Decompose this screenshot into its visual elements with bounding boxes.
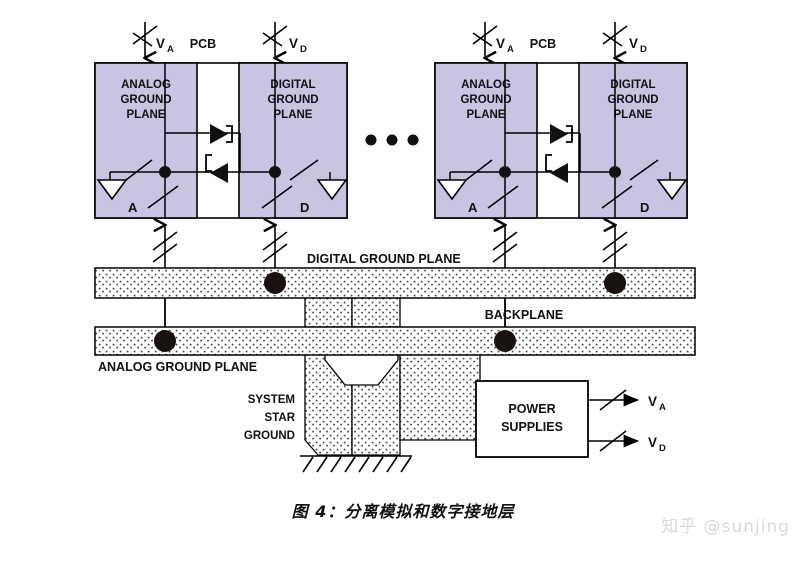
slash-digital-right-1: [629, 159, 659, 181]
supply-arrow-vd-right: [602, 22, 628, 58]
repeat-indicator: [365, 134, 419, 146]
power-output-label-va: V: [648, 394, 657, 409]
power-supplies-line1: POWER: [508, 402, 555, 416]
star-ground-line3: GROUND: [244, 430, 295, 442]
backplane-section: DIGITAL GROUND PLANE ANALOG GROUND PLANE…: [94, 252, 696, 473]
watermark: 知乎 @sunjing: [661, 517, 790, 537]
analog-ground-label-right: A: [468, 200, 478, 215]
slash-digital-left-1: [289, 159, 319, 181]
analog-plane-line2-left: GROUND: [120, 94, 171, 106]
supply-label-va-right: V: [496, 36, 505, 51]
earth-ground-symbol: [300, 455, 412, 473]
analog-ground-plane-block-left: [94, 62, 198, 219]
power-output-vd: [588, 430, 639, 452]
opto-isolator-forward-right: [550, 124, 573, 144]
supply-sub-vd-left: D: [300, 44, 307, 55]
power-output-sub-vd: D: [659, 443, 666, 454]
digital-plane-line2-right: GROUND: [607, 94, 658, 106]
figure-caption: 图 4：分离模拟和数字接地层: [291, 502, 515, 521]
backplane-title: BACKPLANE: [485, 308, 563, 322]
via-digital-left: [264, 272, 286, 294]
backplane-analog-plane-label: ANALOG GROUND PLANE: [98, 360, 257, 374]
star-ground-line1: SYSTEM: [248, 394, 295, 406]
analog-ground-symbol-right: [436, 172, 468, 201]
backplane-digital-plane-label: DIGITAL GROUND PLANE: [307, 252, 461, 266]
slash-digital-left-2: [261, 185, 293, 209]
pcb-label-left: PCB: [190, 37, 216, 51]
power-output-sub-va: A: [659, 402, 666, 413]
backplane-digital-ground-bar: [94, 267, 696, 299]
slash-analog-left-1: [125, 159, 153, 181]
junction-dot-digital-right: [609, 166, 621, 178]
digital-ground-symbol-right: [656, 172, 688, 201]
power-output-label-vd: V: [648, 435, 657, 450]
power-supplies-line2: SUPPLIES: [501, 420, 563, 434]
analog-plane-line1-left: ANALOG: [121, 79, 171, 91]
digital-plane-line3-right: PLANE: [614, 109, 653, 121]
supply-sub-va-right: A: [507, 44, 514, 55]
digital-ground-symbol-left: [316, 172, 348, 201]
supply-arrow-vd-left: [262, 22, 288, 58]
digital-ground-label-right: D: [640, 200, 649, 215]
via-analog-right: [494, 330, 516, 352]
analog-plane-line2-right: GROUND: [460, 94, 511, 106]
slash-analog-right-2: [487, 185, 519, 209]
analog-plane-line3-right: PLANE: [467, 109, 506, 121]
slash-analog-right-1: [465, 159, 493, 181]
opto-isolator-forward-left: [210, 124, 233, 144]
supply-label-vd-right: V: [629, 36, 638, 51]
analog-ground-label-left: A: [128, 200, 138, 215]
power-supplies-group: POWER SUPPLIES V A V D: [475, 380, 666, 458]
supply-arrow-va-right: [472, 22, 498, 58]
backplane-drop-digital-left: [262, 225, 288, 268]
analog-plane-line3-left: PLANE: [127, 109, 166, 121]
slash-digital-right-2: [601, 185, 633, 209]
analog-plane-line1-right: ANALOG: [461, 79, 511, 91]
opto-isolator-reverse-right: [545, 154, 568, 183]
junction-dot-analog-right: [499, 166, 511, 178]
power-output-va: [588, 389, 639, 411]
digital-plane-line3-left: PLANE: [274, 109, 313, 121]
opto-isolator-reverse-left: [205, 154, 228, 183]
digital-plane-line1-left: DIGITAL: [270, 79, 315, 91]
supply-label-vd-left: V: [289, 36, 298, 51]
pcb-label-right: PCB: [530, 37, 556, 51]
junction-dot-digital-left: [269, 166, 281, 178]
supply-arrow-va-left: [132, 22, 158, 58]
digital-ground-label-left: D: [300, 200, 309, 215]
via-analog-left: [154, 330, 176, 352]
supply-sub-va-left: A: [167, 44, 174, 55]
pcb-module-left: V A V D PCB ANALOG GROUND PLANE DIGITAL …: [94, 22, 348, 340]
analog-ground-symbol-left: [96, 172, 128, 201]
via-digital-right: [604, 272, 626, 294]
pcb-module-right: V A V D PCB ANALOG GROUND PLANE DIGITAL …: [434, 22, 688, 340]
backplane-drop-digital-right: [602, 225, 628, 268]
slash-analog-left-2: [147, 185, 179, 209]
power-supplies-box: [475, 380, 589, 458]
digital-plane-line1-right: DIGITAL: [610, 79, 655, 91]
junction-dot-analog-left: [159, 166, 171, 178]
supply-label-va-left: V: [156, 36, 165, 51]
backplane-analog-ground-bar: [94, 326, 696, 356]
star-ground-line2: STAR: [265, 412, 296, 424]
digital-plane-line2-left: GROUND: [267, 94, 318, 106]
power-supply-ground-branch: [399, 351, 481, 441]
supply-sub-vd-right: D: [640, 44, 647, 55]
